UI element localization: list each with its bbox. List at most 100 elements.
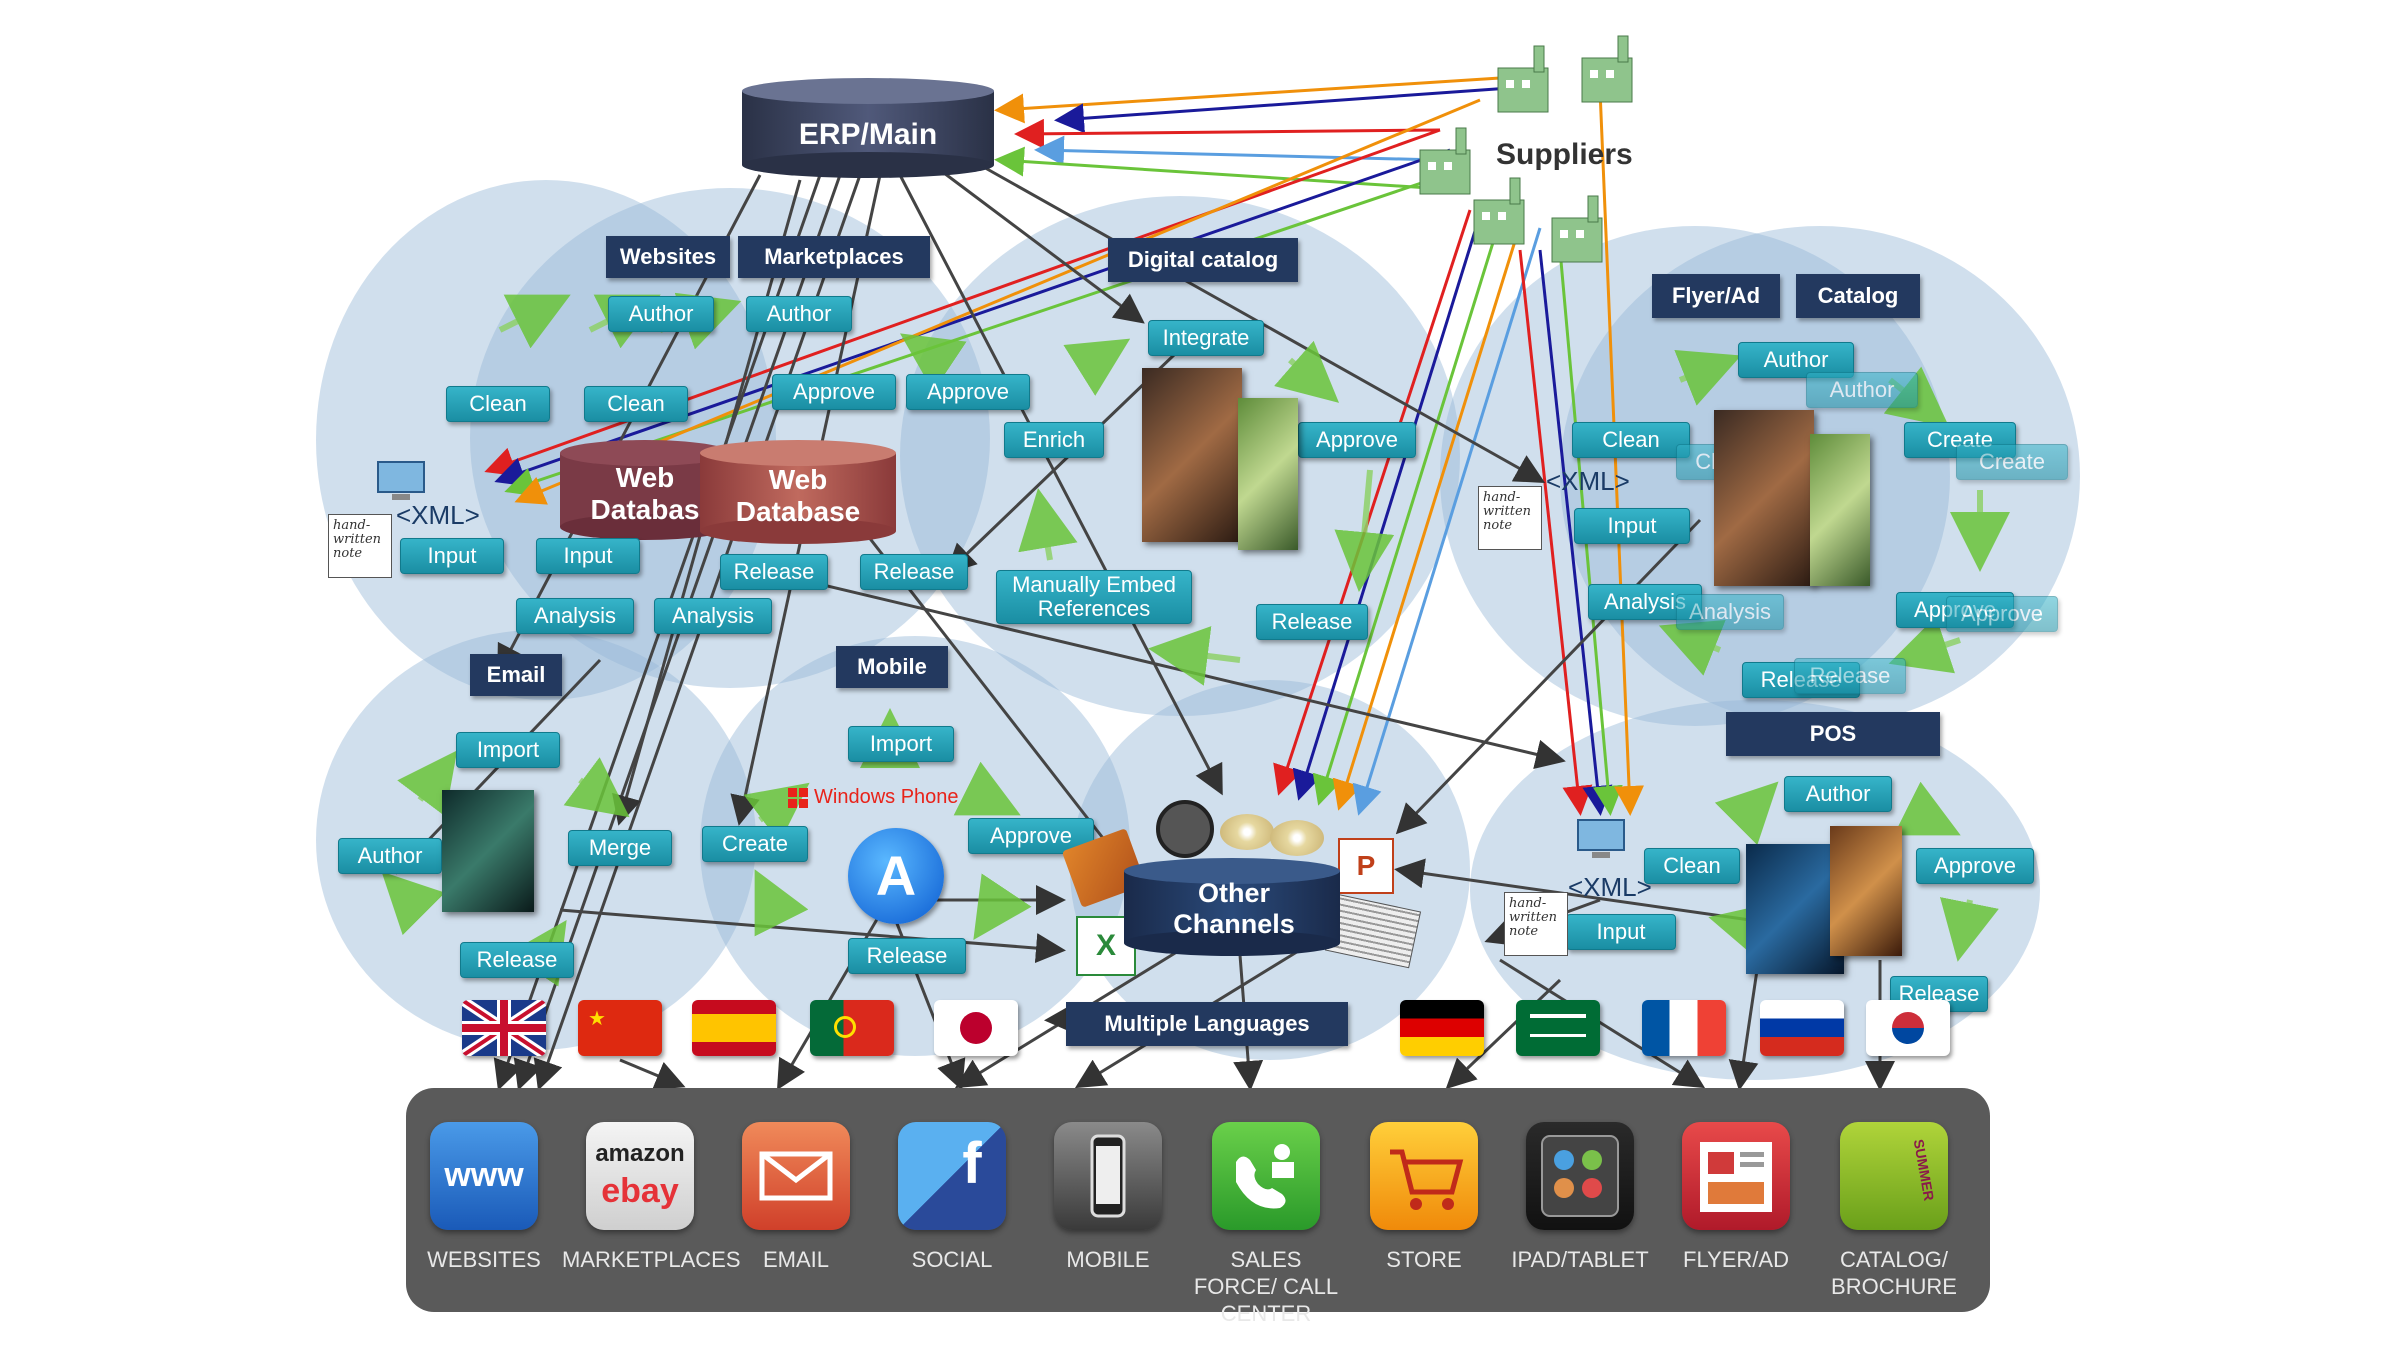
multiple-languages-header: Multiple Languages [1066,1002,1348,1046]
channel-icon-text: amazon [595,1140,685,1167]
flyer-shape [1700,1142,1772,1212]
step-analysis: Analysis [654,598,772,634]
other-channels-label: Other Channels [1173,878,1295,939]
step-enrich: Enrich [1004,422,1104,458]
step-release: Release [460,942,574,978]
channel-label: FLYER/AD [1683,1247,1789,1272]
japan-flag [934,1000,1018,1056]
phone-shape [1090,1134,1126,1218]
disc-icon [1270,820,1324,856]
step-import: Import [456,732,560,768]
cart-shape [1390,1149,1464,1210]
xml-label: <XML> [396,500,480,530]
step-clean: Clean [1644,848,1740,884]
software-box-image [1746,844,1844,974]
suppliers-label: Suppliers [1496,138,1633,171]
step-clean: Clean [584,386,688,422]
software-box-image [1238,398,1298,550]
catalog-icon: SUMMER [1840,1122,1948,1230]
computer-icon [1577,819,1625,858]
xml-label: <XML> [1546,466,1630,496]
step-clean: Clean [1572,422,1690,458]
handwritten-note: hand-written note [1478,486,1542,550]
email-header: Email [470,654,562,696]
tablet-shape [1541,1135,1619,1217]
step-approve: Approve [772,374,896,410]
channel-flyer-ad: FLYER/AD [1658,1122,1814,1273]
excel-icon: X [1076,916,1136,976]
other-channels-node: Other Channels [1124,858,1340,956]
call-center-icon [1212,1122,1320,1230]
france-flag [1642,1000,1726,1056]
disc-icon [1220,814,1274,850]
erp-label: ERP/Main [798,118,938,151]
web-database: Web Database [700,440,896,544]
step-create: Create [702,826,808,862]
xml-label: <XML> [1568,872,1652,902]
step-author: Author [746,296,852,332]
windows-logo-icon [788,787,808,808]
flyer-icon [1682,1122,1790,1230]
channel-label: CATALOG/ BROCHURE [1831,1247,1957,1299]
step-approve: Approve [906,374,1030,410]
channel-ipad-tablet: IPAD/TABLET [1502,1122,1658,1273]
channel-icon-text: SUMMER [1910,1137,1938,1203]
step-release: Release [720,554,828,590]
step-author: Author [338,838,442,874]
social-icon: f [898,1122,1006,1230]
channel-sales-force-call-center: SALES FORCE/ CALL CENTER [1188,1122,1344,1327]
www-icon: www [430,1122,538,1230]
tablet-icon [1526,1122,1634,1230]
channel-icon-text: f [962,1131,982,1196]
web-database-label: Web Database [735,464,861,527]
step-create: Create [1956,444,2068,480]
china-flag: ★ [578,1000,662,1056]
cart-icon [1370,1122,1478,1230]
channel-store: STORE [1346,1122,1502,1273]
step-input: Input [1574,508,1690,544]
factory-icon [1551,195,1603,263]
factory-icon [1473,177,1525,245]
envelope-shape [759,1151,833,1201]
software-box-image [1830,826,1902,956]
envelope-icon [742,1122,850,1230]
step-release: Release [860,554,968,590]
step-clean: Clean [446,386,550,422]
step-integrate: Integrate [1148,320,1264,356]
windows-phone-label: Windows Phone [814,786,959,808]
mobile-header: Mobile [836,646,948,688]
pos-header: POS [1726,712,1940,756]
step-release: Release [848,938,966,974]
step-author: Author [608,296,714,332]
step-merge: Merge [568,830,672,866]
marketplaces-header: Marketplaces [738,236,930,278]
factory-icon [1497,45,1549,113]
step-release: Release [1794,658,1906,694]
film-reel-icon [1156,800,1214,858]
channel-email: EMAIL [718,1122,874,1273]
channel-label: WEBSITES [427,1247,541,1272]
software-box-image [1810,434,1870,586]
factory-icon [1419,127,1471,195]
channel-label: EMAIL [762,1247,830,1272]
channel-label: SALES FORCE/ CALL CENTER [1193,1247,1339,1326]
step-manually-embed-references: Manually Embed References [996,570,1192,624]
channel-mobile: MOBILE [1030,1122,1186,1273]
russia-flag [1760,1000,1844,1056]
channel-label: MOBILE [1066,1247,1150,1272]
step-approve: Approve [1946,596,2058,632]
portugal-flag [810,1000,894,1056]
catalog-header: Catalog [1796,274,1920,318]
step-approve: Approve [1916,848,2034,884]
step-analysis: Analysis [516,598,634,634]
step-approve: Approve [1298,422,1416,458]
channel-label: IPAD/TABLET [1511,1247,1649,1272]
spain-flag [692,1000,776,1056]
step-input: Input [400,538,504,574]
computer-icon [377,461,425,500]
channel-icon-text: ebay [601,1172,679,1210]
